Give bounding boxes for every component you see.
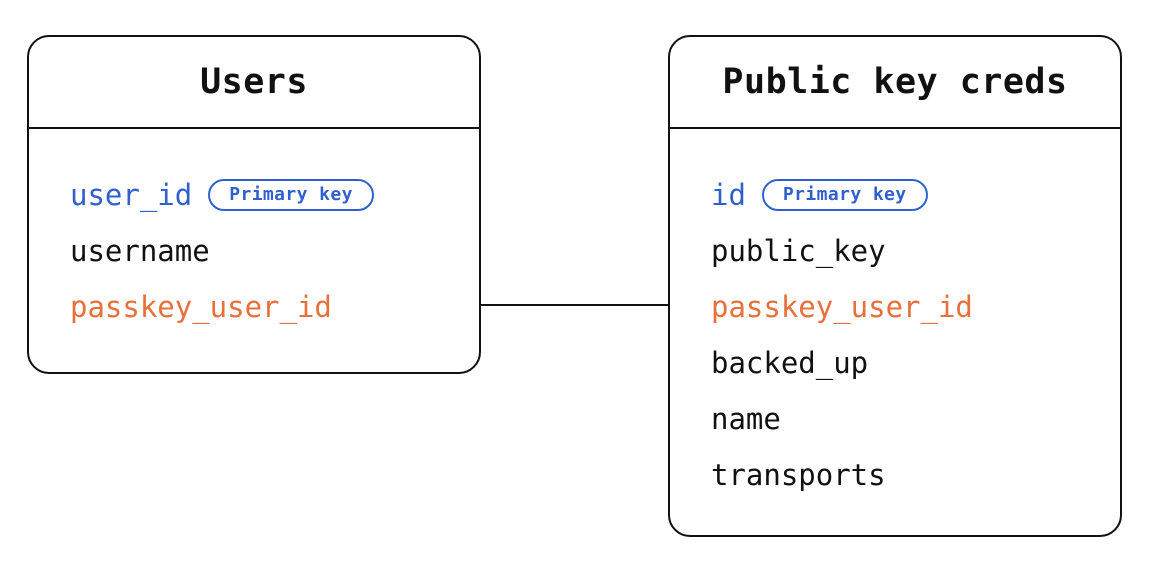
field-name-passkey-user-id: passkey_user_id [70,289,332,324]
primary-key-badge: Primary key [761,179,928,211]
field-name-passkey-user-id: passkey_user_id [711,289,973,324]
field-name-user-id: user_id [70,177,193,212]
primary-key-badge: Primary key [208,179,374,211]
entity-public-key-creds[interactable]: Public key creds id Primary key public_k… [668,35,1122,537]
entity-public-key-creds-title: Public key creds [722,62,1068,102]
primary-key-badge-label: Primary key [229,184,353,205]
field-name-backed-up: backed_up [711,345,869,380]
field-row[interactable]: passkey_user_id [70,279,455,335]
field-name-public-key: public_key [711,233,886,268]
field-row[interactable]: transports [711,447,1096,503]
field-row[interactable]: user_id Primary key [70,167,455,223]
field-row[interactable]: passkey_user_id [711,279,1096,335]
field-row[interactable]: public_key [711,223,1096,279]
field-name-id: id [711,177,746,212]
field-name-transports: transports [711,457,886,492]
entity-users-title: Users [200,62,308,102]
primary-key-badge-label: Primary key [782,184,907,205]
field-name-name: name [711,401,781,436]
entity-users[interactable]: Users user_id Primary key username passk… [27,35,481,374]
field-name-username: username [70,233,210,268]
entity-users-header: Users [29,37,479,129]
field-row[interactable]: username [70,223,455,279]
field-row[interactable]: id Primary key [711,167,1096,223]
entity-users-fields: user_id Primary key username passkey_use… [29,129,479,335]
field-row[interactable]: name [711,391,1096,447]
entity-public-key-creds-fields: id Primary key public_key passkey_user_i… [670,129,1120,503]
entity-public-key-creds-header: Public key creds [670,37,1120,129]
field-row[interactable]: backed_up [711,335,1096,391]
relationship-connector-line [481,304,668,306]
